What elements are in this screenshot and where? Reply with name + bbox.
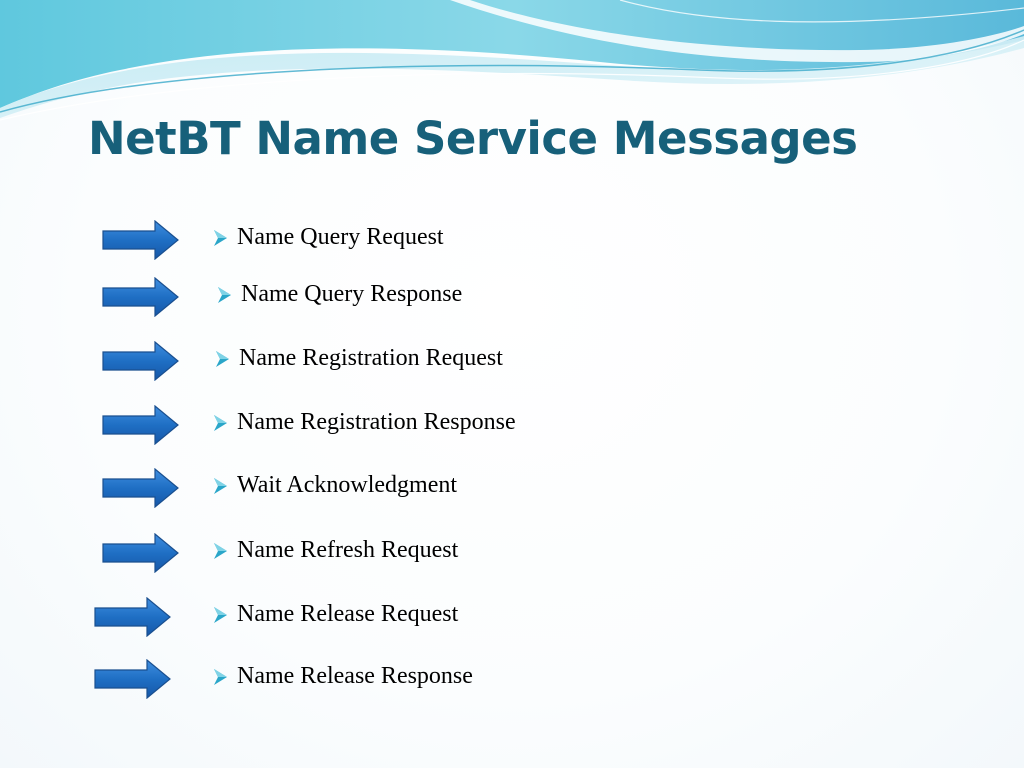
list-item-label: Name Release Response xyxy=(237,663,473,689)
chevron-bullet-icon xyxy=(214,230,227,246)
list-item-label: Name Registration Response xyxy=(237,409,516,435)
list-item-label: Name Registration Request xyxy=(239,345,503,371)
arrow-right-icon xyxy=(102,277,179,317)
list-item: Name Release Response xyxy=(0,659,1024,699)
list-item: Name Query Request xyxy=(0,220,1024,260)
list-item-label: Name Query Response xyxy=(241,281,463,307)
arrow-right-icon xyxy=(102,220,179,260)
list-item: Wait Acknowledgment xyxy=(0,468,1024,508)
list-item: Name Refresh Request xyxy=(0,533,1024,573)
chevron-bullet-icon xyxy=(214,415,227,431)
chevron-bullet-icon xyxy=(214,669,227,685)
arrow-right-icon xyxy=(102,533,179,573)
list-item-label: Name Release Request xyxy=(237,601,459,627)
list-item-label: Name Refresh Request xyxy=(237,537,459,563)
list-item: Name Release Request xyxy=(0,597,1024,637)
arrow-right-icon xyxy=(102,341,179,381)
list-item: Name Query Response xyxy=(0,277,1024,317)
wave-decoration xyxy=(0,0,1024,121)
arrow-right-icon xyxy=(94,597,171,637)
chevron-bullet-icon xyxy=(216,351,229,367)
chevron-bullet-icon xyxy=(214,607,227,623)
arrow-right-icon xyxy=(102,405,179,445)
arrow-right-icon xyxy=(102,468,179,508)
chevron-bullet-icon xyxy=(218,287,231,303)
chevron-bullet-icon xyxy=(214,478,227,494)
list-item-label: Name Query Request xyxy=(237,224,444,250)
list-item: Name Registration Response xyxy=(0,405,1024,445)
list-item-label: Wait Acknowledgment xyxy=(237,472,458,498)
arrow-right-icon xyxy=(94,659,171,699)
list-item: Name Registration Request xyxy=(0,341,1024,381)
page-title: NetBT Name Service Messages xyxy=(88,112,858,165)
chevron-bullet-icon xyxy=(214,543,227,559)
